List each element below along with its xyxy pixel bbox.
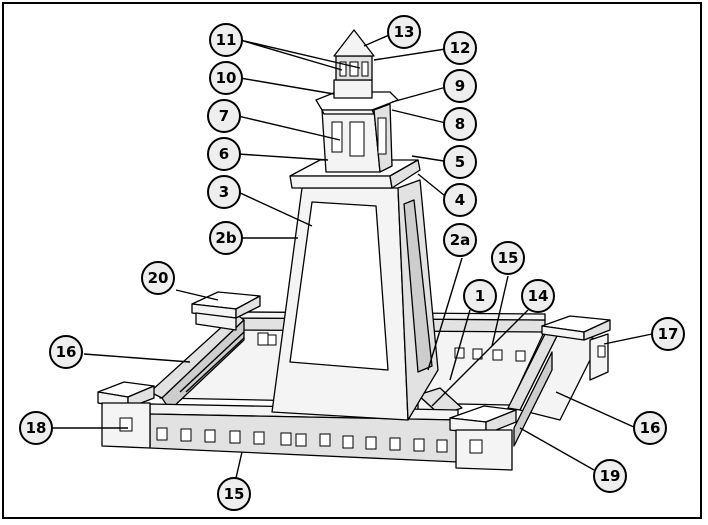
callout-5-label: 5: [455, 153, 465, 171]
callout-2b: 2b: [209, 221, 243, 255]
callout-9-label: 9: [455, 77, 465, 95]
callout-20-label: 20: [148, 269, 169, 287]
callout-14-label: 14: [528, 287, 549, 305]
callout-10-label: 10: [216, 69, 237, 87]
callout-14: 14: [521, 279, 555, 313]
callout-18-label: 18: [26, 419, 47, 437]
callout-19-label: 19: [600, 467, 621, 485]
callout-4-label: 4: [455, 191, 465, 209]
callout-11-label: 11: [216, 31, 237, 49]
callout-7: 7: [207, 99, 241, 133]
tower-back-right: [541, 315, 611, 381]
tower-back-left: [191, 291, 261, 331]
callout-11: 11: [209, 23, 243, 57]
callout-6-label: 6: [219, 145, 229, 163]
callout-13: 13: [387, 15, 421, 49]
callout-19: 19: [593, 459, 627, 493]
callout-1-label: 1: [475, 287, 485, 305]
callout-2a-label: 2a: [450, 231, 471, 249]
callout-4: 4: [443, 183, 477, 217]
callout-9: 9: [443, 69, 477, 103]
callout-7-label: 7: [219, 107, 229, 125]
leader-lines: [52, 31, 653, 479]
callout-15-bottom-label: 15: [224, 485, 245, 503]
tower-front-left: [97, 381, 155, 449]
diagram-border: [2, 2, 702, 519]
callout-1: 1: [463, 279, 497, 313]
callout-12: 12: [443, 31, 477, 65]
callout-5: 5: [443, 145, 477, 179]
callout-16-right-label: 16: [640, 419, 661, 437]
callout-17-label: 17: [658, 325, 679, 343]
callout-3-label: 3: [219, 183, 229, 201]
callout-12-label: 12: [450, 39, 471, 57]
callout-6: 6: [207, 137, 241, 171]
callout-13-label: 13: [394, 23, 415, 41]
callout-8-label: 8: [455, 115, 465, 133]
callout-16-left-label: 16: [56, 343, 77, 361]
callout-3: 3: [207, 175, 241, 209]
callout-18: 18: [19, 411, 53, 445]
tower-front-right: [449, 405, 517, 471]
callout-17: 17: [651, 317, 685, 351]
callout-2b-label: 2b: [215, 229, 236, 247]
callout-15-bottom: 15: [217, 477, 251, 511]
lighthouse-tower: [271, 29, 439, 421]
callout-8: 8: [443, 107, 477, 141]
callout-2a: 2a: [443, 223, 477, 257]
callout-16-right: 16: [633, 411, 667, 445]
callout-15-top: 15: [491, 241, 525, 275]
callout-15-top-label: 15: [498, 249, 519, 267]
callout-20: 20: [141, 261, 175, 295]
callout-10: 10: [209, 61, 243, 95]
callout-16-left: 16: [49, 335, 83, 369]
